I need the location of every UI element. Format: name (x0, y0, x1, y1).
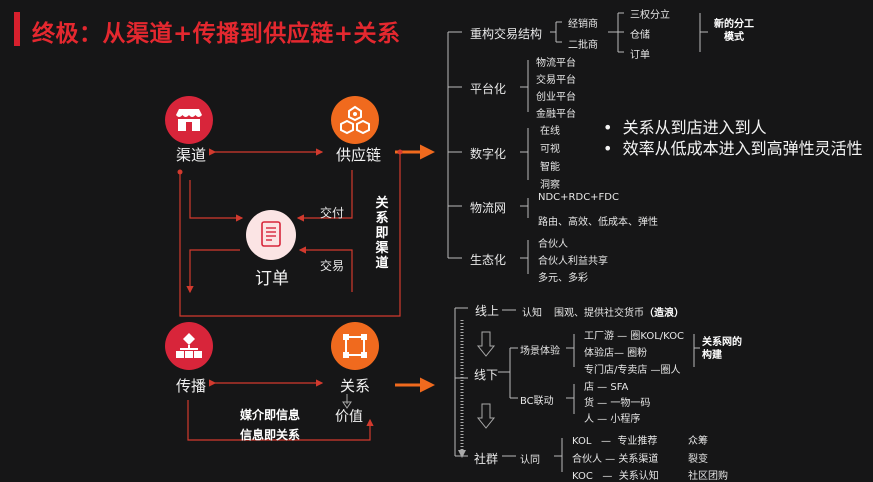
leaf-identity: 认同 (520, 455, 540, 466)
label-relation-is-channel: 关系即渠道 (375, 196, 389, 271)
node-spread: 传播 (176, 377, 207, 395)
branch-logistics-net: 物流网 (470, 201, 507, 215)
leaf-people-app: 人 — 小程序 (584, 414, 641, 425)
note-new-division: 新的分工模式 (714, 19, 754, 43)
leaf-dealer: 经销商 (568, 19, 598, 30)
leaf-cognition: 认知 (522, 308, 542, 319)
node-channel: 渠道 (176, 146, 207, 164)
label-info-relation: 信息即关系 (240, 428, 301, 442)
leaf-experience-store: 体验店— 圈粉 (584, 348, 648, 359)
label-media-info: 媒介即信息 (240, 408, 301, 422)
network-hub-icon (331, 96, 379, 144)
leaf-order: 订单 (630, 50, 650, 61)
row-kol: KOL — 专业推荐 (572, 436, 658, 447)
leaf-factory-tour: 工厂游 — 圈KOL/KOC (584, 331, 685, 342)
leaf-crowd: 围观、提供社交货币（造浪） (554, 308, 684, 319)
branch-digital: 数字化 (470, 147, 507, 161)
leaf-diverse: 多元、多彩 (538, 273, 588, 284)
branch-online: 线上 (475, 304, 500, 318)
store-icon (165, 96, 213, 144)
leaf-partner: 合伙人 (538, 239, 568, 250)
leaf-group-buy: 社区团购 (688, 471, 728, 482)
label-delivery: 交付 (320, 206, 345, 220)
leaf-trade-platform: 交易平台 (536, 75, 576, 86)
title-accent-bar (14, 12, 20, 46)
note-relation-network: 关系网的构建 (702, 337, 742, 361)
node-supply-chain: 供应链 (336, 146, 382, 164)
branch-ecosystem: 生态化 (470, 253, 507, 267)
leaf-wholesaler: 二批商 (568, 40, 598, 51)
leaf-finance-platform: 金融平台 (536, 109, 576, 120)
page-title: 终极：从渠道+传播到供应链+关系 (32, 21, 401, 47)
node-relation: 关系 (340, 377, 371, 395)
branch-platform: 平台化 (470, 82, 507, 96)
node-value: 价值 (335, 409, 363, 425)
node-order: 订单 (255, 269, 289, 289)
leaf-logistics-platform: 物流平台 (536, 58, 576, 69)
leaf-routing: 路由、高效、低成本、弹性 (538, 217, 658, 228)
leaf-profit-share: 合伙人利益共享 (538, 256, 608, 267)
leaf-bc: BC联动 (520, 396, 554, 407)
leaf-storage: 仓储 (630, 30, 650, 41)
leaf-visible: 可视 (540, 144, 560, 155)
leaf-smart: 智能 (540, 162, 560, 173)
leaf-online: 在线 (540, 126, 560, 137)
leaf-scene: 场景体验 (520, 346, 560, 357)
relation-square-icon (331, 322, 379, 370)
bullet-relation: • 关系从到店进入到人 (603, 118, 767, 137)
leaf-insight: 洞察 (540, 180, 560, 191)
leaf-ndc: NDC+RDC+FDC (538, 192, 619, 203)
branch-offline: 线下 (474, 368, 499, 382)
leaf-three-powers: 三权分立 (630, 10, 670, 21)
label-trade: 交易 (320, 259, 345, 273)
leaf-fission: 裂变 (688, 454, 708, 465)
flowchart-icon (165, 322, 213, 370)
branch-community: 社群 (474, 452, 499, 466)
leaf-goods-code: 货 — 一物一码 (584, 398, 651, 409)
leaf-crowdfunding: 众筹 (688, 436, 708, 447)
bullet-efficiency: • 效率从低成本进入到高弹性灵活性 (603, 139, 863, 158)
row-koc: KOC — 关系认知 (572, 471, 659, 482)
branch-restructure: 重构交易结构 (470, 27, 543, 41)
leaf-store-sfa: 店 — SFA (584, 382, 629, 393)
row-partner: 合伙人 — 关系渠道 (572, 454, 659, 465)
leaf-startup-platform: 创业平台 (536, 92, 576, 103)
order-document-icon (246, 210, 296, 260)
leaf-specialty-store: 专门店/专卖店 —圈人 (584, 365, 681, 376)
